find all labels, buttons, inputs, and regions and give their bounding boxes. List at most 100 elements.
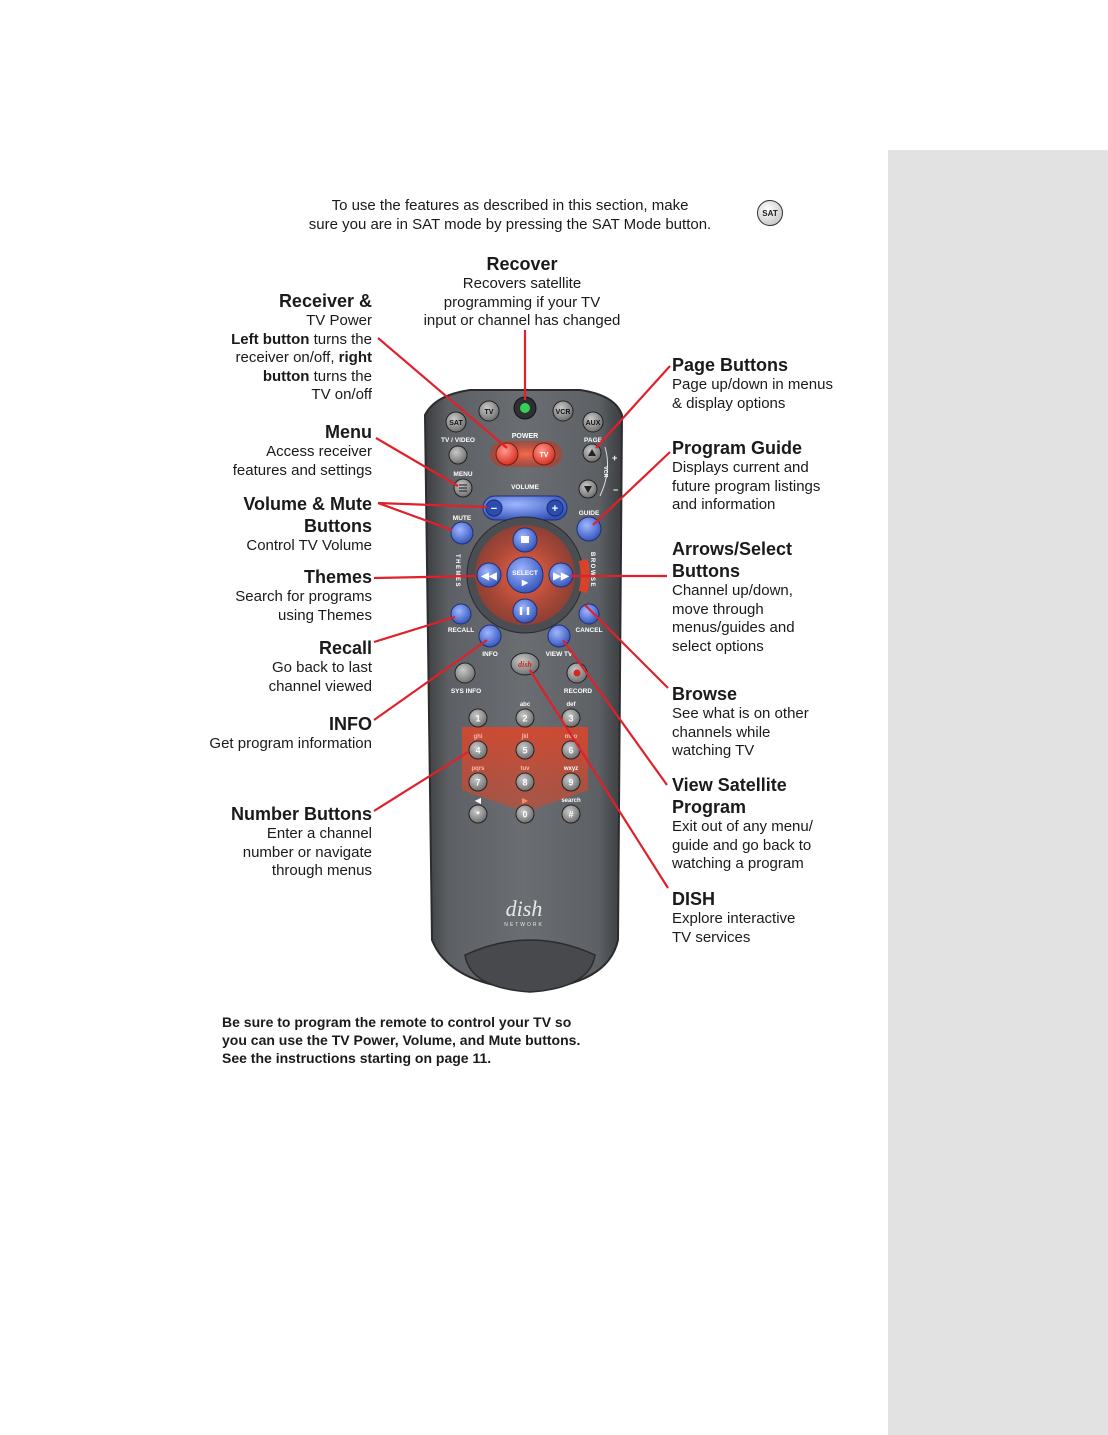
recall-label: RECALL [448,627,474,634]
menu-title: Menu [325,422,372,442]
vcr-side-label: VCR [602,466,608,478]
recall-desc-1: Go back to last [271,659,372,676]
receiver-power-button[interactable] [495,442,519,466]
mode-buttons: SAT TV VCR AUX [445,400,604,433]
view-title-2: Program [672,797,747,817]
intro-line-2: sure you are in SAT mode by pressing the… [308,216,712,233]
key-label: 2 [522,714,527,724]
key-label: 3 [568,714,573,724]
mute-button[interactable] [450,521,474,545]
key-label: 1 [475,714,480,724]
dish-logo-subtext: NETWORK [504,922,544,928]
key-2-button[interactable] [515,708,535,728]
arrows-desc-1: Channel up/down, [672,582,793,599]
side-panel [888,150,1108,1435]
view-desc-2: guide and go back to [672,836,812,854]
sys-info-button[interactable] [454,662,476,684]
arrows-title-1: Arrows/Select [672,539,793,559]
play-icon: ▶ [521,578,529,587]
recover-desc-2: programming if your TV [443,293,601,311]
dish-logo: dish [506,896,543,921]
callout-receiver: Receiver & TV Power Left button turns th… [170,290,372,405]
menu-label: MENU [453,471,472,478]
key-8-button[interactable] [515,772,535,792]
line-page [595,365,671,449]
line-themes [373,574,476,580]
key-5-button[interactable] [515,740,535,760]
key-9-button[interactable] [561,772,581,792]
cancel-button[interactable] [578,603,600,625]
intro-line-1: To use the features as described in this… [331,197,689,214]
key-label: 6 [568,746,573,756]
line-info [373,639,488,721]
plus-sign: + [612,453,617,463]
minus-icon: − [491,503,497,515]
aux-mode-button[interactable] [582,411,604,433]
callout-volume: Volume & Mute Buttons Control TV Volume [170,493,372,556]
tv-power-button[interactable] [532,442,556,466]
minus-sign: − [613,485,618,495]
power-label: POWER [512,433,538,440]
line-number [373,751,469,812]
key-7-button[interactable] [468,772,488,792]
key-label: 7 [475,778,480,788]
info-title: INFO [329,714,372,734]
callout-page: Page Buttons Page up/down in menus & dis… [672,354,882,413]
key-0-button[interactable] [515,804,535,824]
key-label: 0 [522,810,527,820]
arrows-desc-4: select options [672,637,764,655]
guide-desc-3: and information [672,496,776,513]
triangle-down-icon [584,486,592,493]
line-guide [592,451,671,526]
guide-title: Program Guide [672,438,803,458]
page-label: PAGE [584,437,603,444]
volume-title-2: Buttons [304,516,372,536]
recall-desc-2: channel viewed [268,677,372,695]
callout-lines [373,330,671,889]
tv-video-button[interactable] [448,445,468,465]
record-dot-icon [573,669,581,677]
tv-mode-button[interactable] [478,400,500,422]
browse-desc-1: See what is on other [672,705,809,722]
key-label: * [476,810,480,820]
line-view [562,639,668,786]
pause-icon [519,607,530,615]
dish-desc-1: Explore interactive [672,910,796,927]
arrow-down-button[interactable] [512,598,538,624]
remote-battery-cover [464,939,596,993]
select-button[interactable] [506,556,544,594]
browse-title: Browse [672,684,738,704]
number-desc-3: through menus [271,862,372,879]
key-star-button[interactable] [468,804,488,824]
menu-desc-1: Access receiver [266,443,372,460]
key-1-button[interactable] [468,708,488,728]
line-recall [373,615,456,644]
key-pound-button[interactable] [561,804,581,824]
callout-recall: Recall Go back to last channel viewed [170,637,372,696]
plus-icon: + [552,503,558,515]
arrow-left-button[interactable] [476,562,502,588]
page-desc-2: & display options [672,394,786,412]
volume-title-1: Volume & Mute [243,494,372,514]
view-desc-1: Exit out of any menu/ [672,818,813,835]
dish-button-logo: dish [518,660,532,669]
key-4-button[interactable] [468,740,488,760]
volume-label: VOLUME [511,484,539,491]
browse-desc-3: watching TV [672,742,755,759]
dish-button[interactable] [510,652,540,676]
tv-power-label: TV [540,452,549,459]
callout-dish: DISH Explore interactive TV services [672,888,882,947]
number-title: Number Buttons [231,804,372,824]
vcr-mode-button[interactable] [552,400,574,422]
guide-desc-2: future program listings [672,477,821,495]
volume-up-button[interactable] [546,499,564,517]
tv-mode-label: TV [485,409,494,416]
recall-button[interactable] [450,603,472,625]
callout-guide: Program Guide Displays current and futur… [672,437,882,515]
remote-body [423,389,624,992]
sat-mode-button[interactable] [445,411,467,433]
recover-title: Recover [486,254,558,274]
key-3-button[interactable] [561,708,581,728]
browse-desc-2: channels while [672,723,771,741]
themes-title: Themes [303,567,372,587]
